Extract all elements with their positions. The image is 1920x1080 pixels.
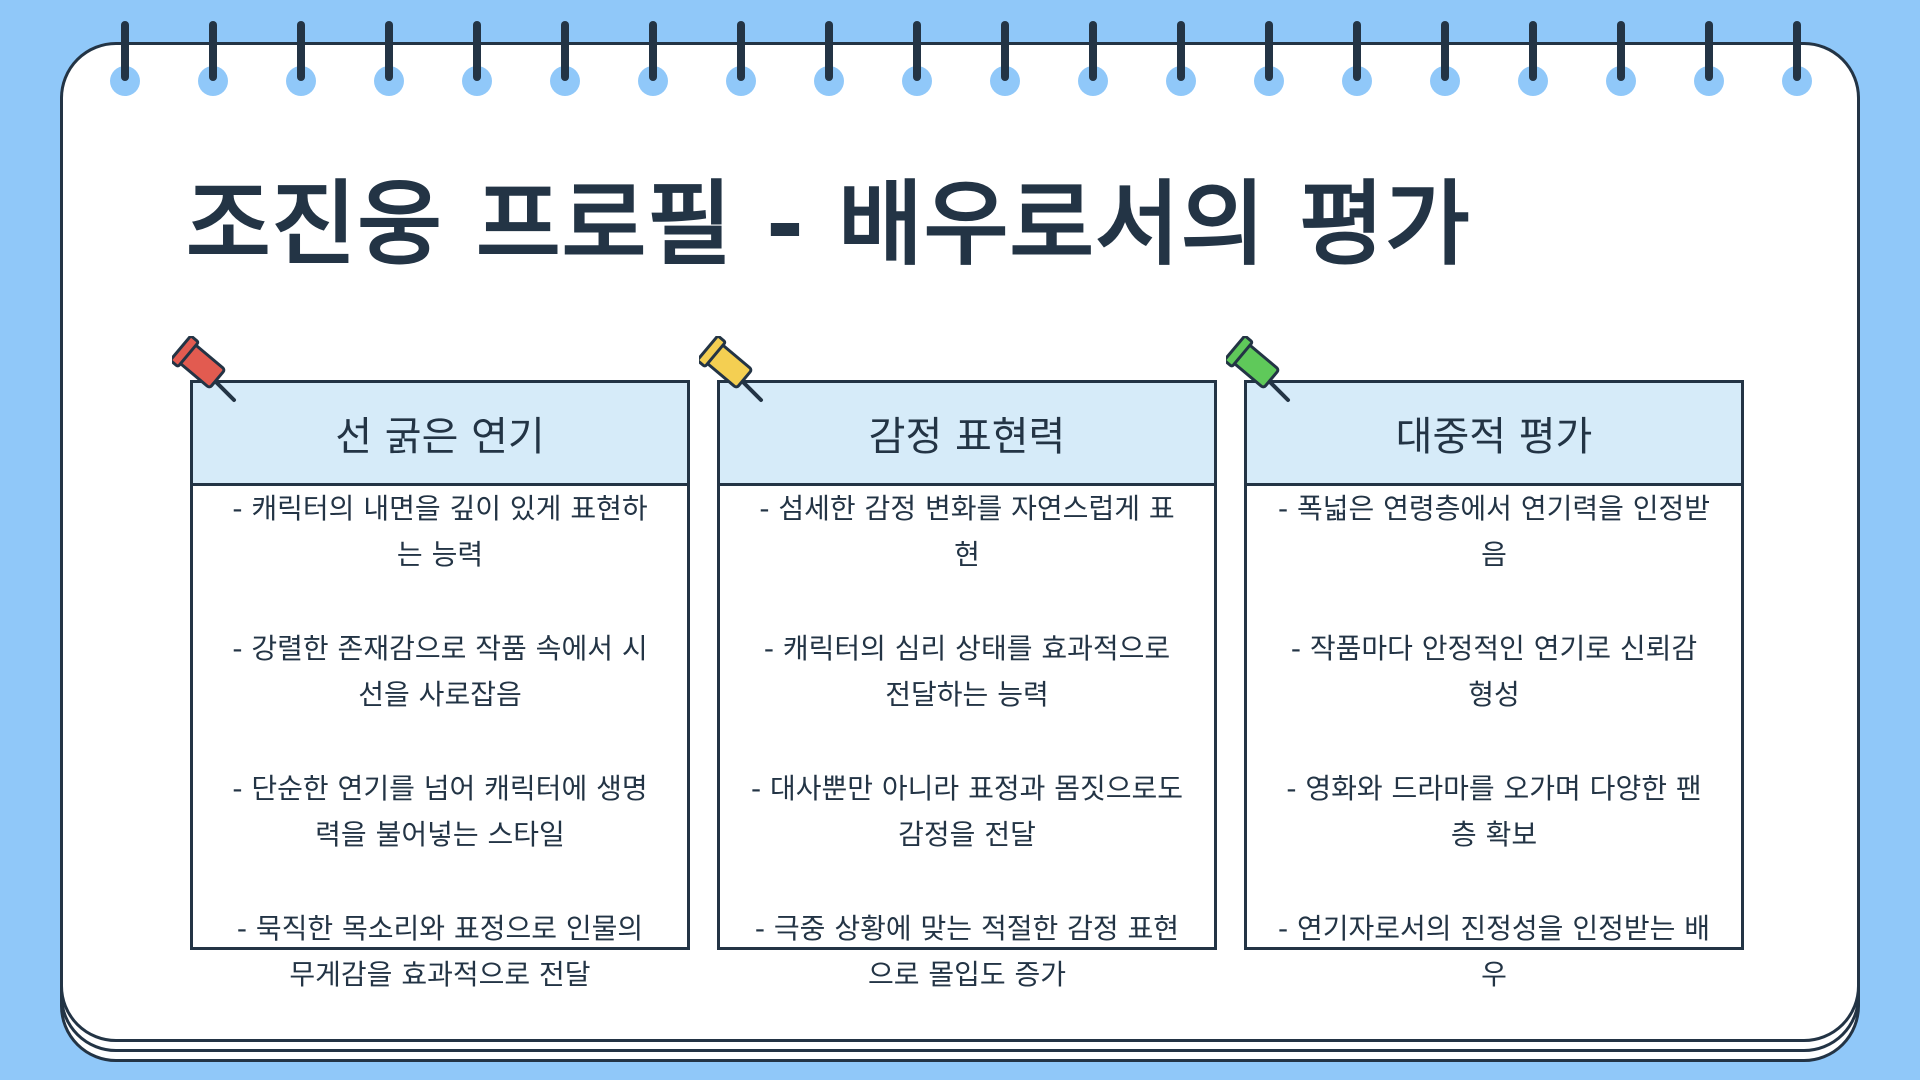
binding-ring [897,21,937,97]
binding-ring [1249,21,1289,97]
binding-ring [545,21,585,97]
list-item: - 섬세한 감정 변화를 자연스럽게 표현 [759,492,1175,571]
binding-ring [281,21,321,97]
binding-ring [193,21,233,97]
binding-ring [721,21,761,97]
card-heading: 감정 표현력 [720,383,1214,486]
binding-ring [105,21,145,97]
binding-ring [457,21,497,97]
binding-ring [1425,21,1465,97]
binding-ring [1073,21,1113,97]
binding-ring [1337,21,1377,97]
list-item: - 단순한 연기를 넘어 캐릭터에 생명력을 불어넣는 스타일 [232,772,648,851]
page-title: 조진웅 프로필 - 배우로서의 평가 [186,171,1471,278]
card-public-reception: 대중적 평가 - 폭넓은 연령층에서 연기력을 인정받음 - 작품마다 안정적인… [1244,380,1744,991]
card-heading: 선 굵은 연기 [193,383,687,486]
binding-ring [809,21,849,97]
card-heading: 대중적 평가 [1247,383,1741,486]
binding-ring [1513,21,1553,97]
pushpin-icon [699,336,763,402]
list-item: - 캐릭터의 심리 상태를 효과적으로 전달하는 능력 [763,632,1171,711]
binding-ring [1161,21,1201,97]
binding-ring [369,21,409,97]
list-item: - 폭넓은 연령층에서 연기력을 인정받음 [1277,492,1711,571]
list-item: - 작품마다 안정적인 연기로 신뢰감 형성 [1290,632,1698,711]
list-item: - 대사뿐만 아니라 표정과 몸짓으로도 감정을 전달 [750,772,1184,851]
binding-ring [1777,21,1817,97]
list-item: - 묵직한 목소리와 표정으로 인물의 무게감을 효과적으로 전달 [236,912,644,991]
card-bold-acting: 선 굵은 연기 - 캐릭터의 내면을 깊이 있게 표현하는 능력 - 강렬한 존… [190,380,690,991]
card-emotional-expression: 감정 표현력 - 섬세한 감정 변화를 자연스럽게 표현 - 캐릭터의 심리 상… [717,380,1217,991]
list-item: - 영화와 드라마를 오가며 다양한 팬층 확보 [1286,772,1702,851]
card-body: - 폭넓은 연령층에서 연기력을 인정받음 - 작품마다 안정적인 연기로 신뢰… [1247,486,1741,1046]
list-item: - 캐릭터의 내면을 깊이 있게 표현하는 능력 [232,492,648,571]
list-item: - 연기자로서의 진정성을 인정받는 배우 [1277,912,1711,991]
binding-ring [985,21,1025,97]
list-item: - 강렬한 존재감으로 작품 속에서 시선을 사로잡음 [232,632,648,711]
pushpin-icon [172,336,236,402]
card-body: - 섬세한 감정 변화를 자연스럽게 표현 - 캐릭터의 심리 상태를 효과적으… [720,486,1214,1046]
binding-ring [1601,21,1641,97]
card-body: - 캐릭터의 내면을 깊이 있게 표현하는 능력 - 강렬한 존재감으로 작품 … [193,486,687,1046]
binding-ring [633,21,673,97]
list-item: - 극중 상황에 맞는 적절한 감정 표현으로 몰입도 증가 [754,912,1180,991]
pushpin-icon [1226,336,1290,402]
binding-ring [1689,21,1729,97]
